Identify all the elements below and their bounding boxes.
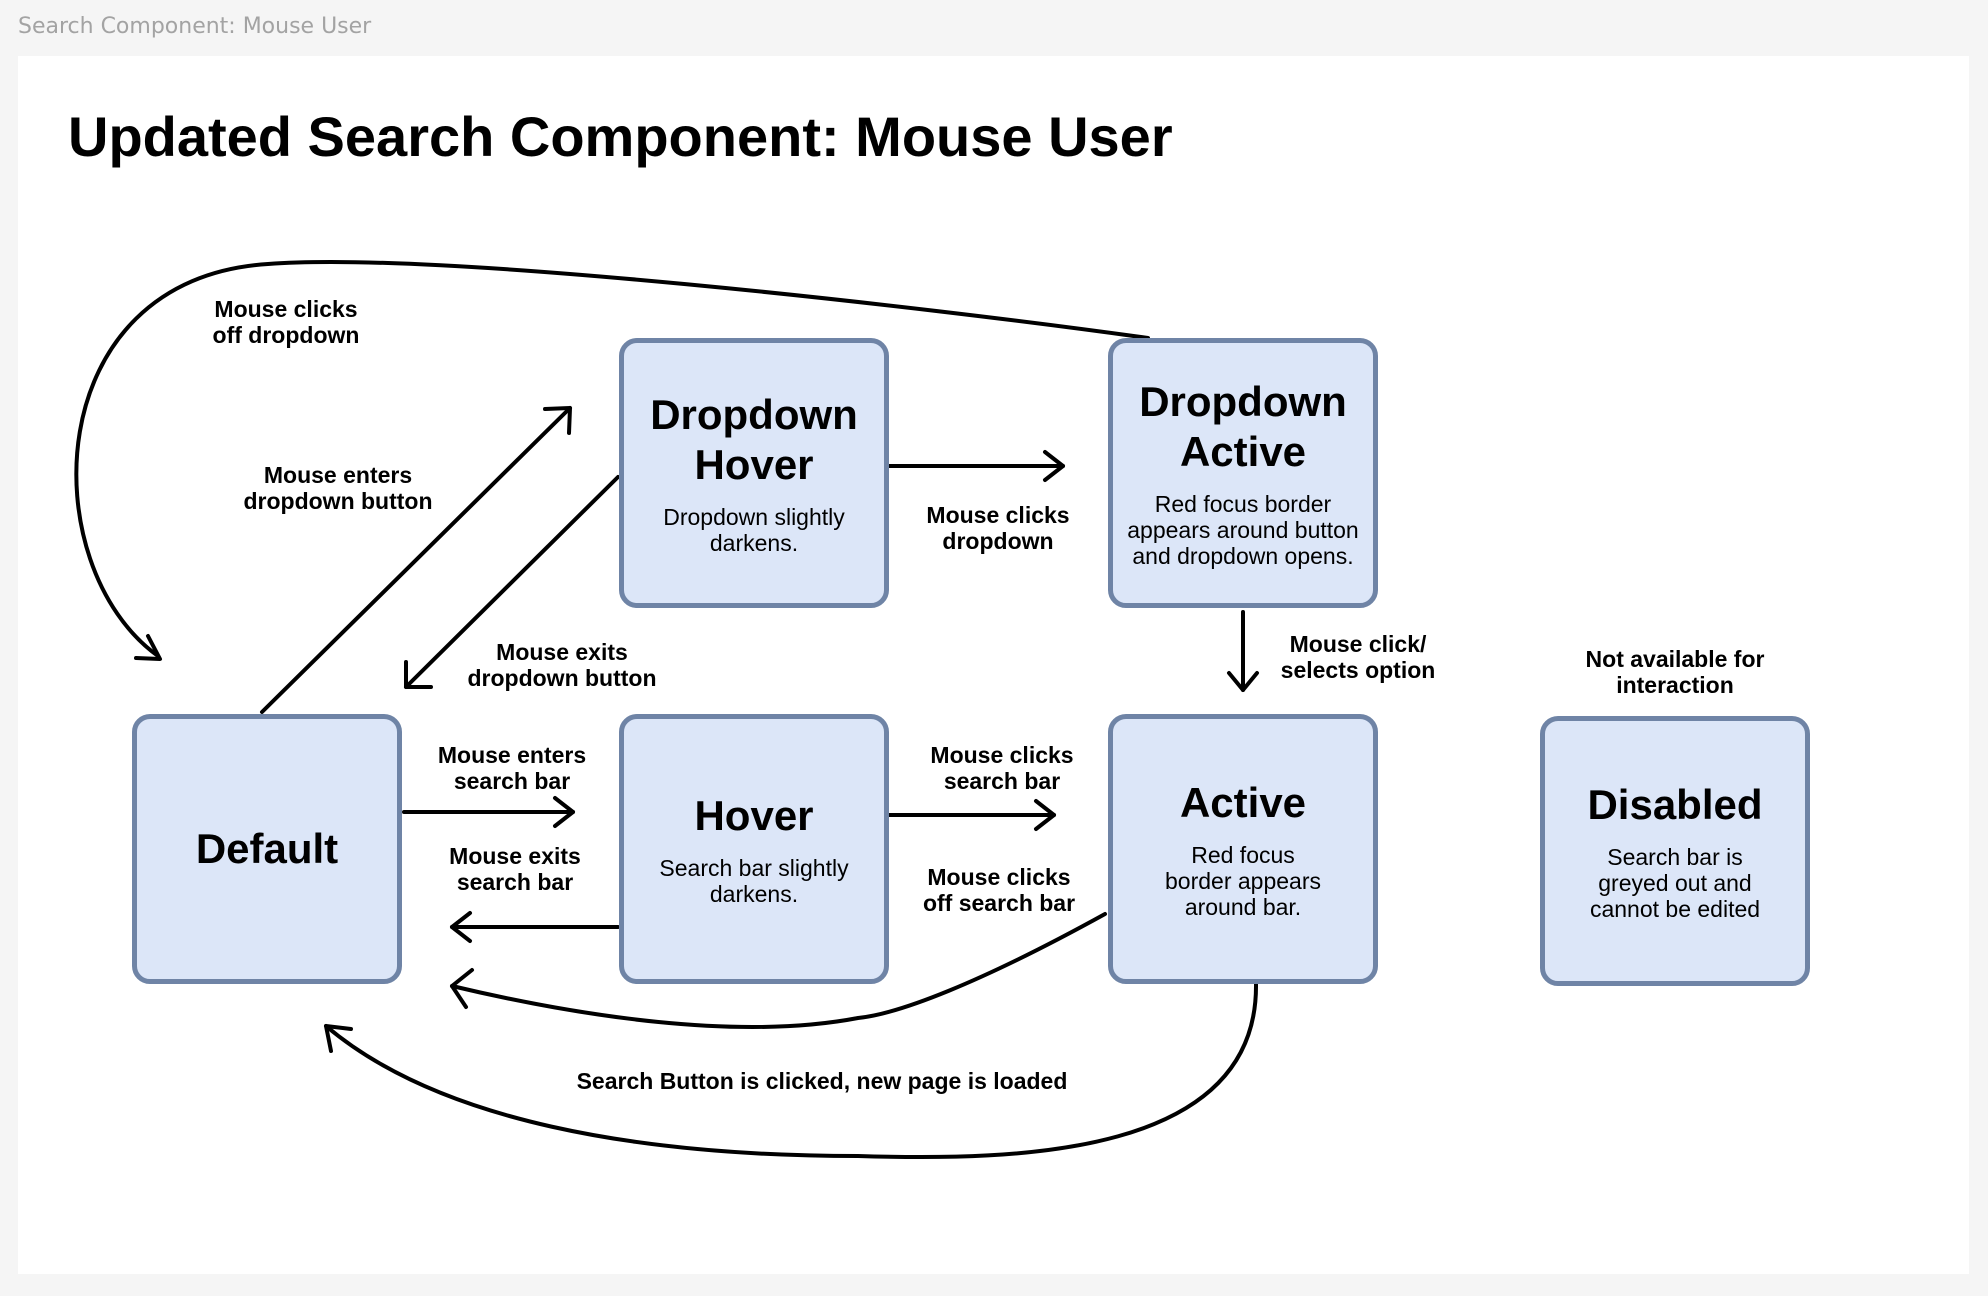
- edge-label-click-selects-option: Mouse click/ selects option: [1280, 631, 1436, 683]
- arrowhead-clicks-off-search-bar: [450, 968, 474, 1009]
- arrowhead-exits-search-bar: [450, 911, 472, 943]
- node-disabled: Disabled Search bar is greyed out and ca…: [1540, 716, 1810, 986]
- edge-clicks-off-search-bar: [450, 912, 1107, 1029]
- edge-enters-dropdown-button: [260, 406, 572, 714]
- node-dropdown-active: Dropdown Active Red focus border appears…: [1108, 338, 1378, 608]
- node-dropdown-hover-desc: Dropdown slightly darkens.: [663, 504, 845, 556]
- edge-clicks-off-dropdown: [74, 260, 1150, 658]
- disabled-note: Not available for interaction: [1585, 646, 1765, 698]
- node-hover-title: Hover: [694, 792, 814, 839]
- arrowhead-enters-search-bar: [553, 796, 575, 828]
- edge-label-clicks-search-bar: Mouse clicks search bar: [930, 742, 1074, 794]
- edge-search-button-clicked: [324, 982, 1259, 1160]
- edge-label-search-button-clicked: Search Button is clicked, new page is lo…: [576, 1068, 1068, 1094]
- node-hover: Hover Search bar slightly darkens.: [619, 714, 889, 984]
- edge-label-clicks-dropdown: Mouse clicks dropdown: [926, 502, 1070, 554]
- arrowhead-clicks-off-dropdown: [134, 634, 162, 661]
- arrowhead-clicks-dropdown: [1043, 450, 1065, 482]
- edge-label-clicks-off-search-bar: Mouse clicks off search bar: [922, 864, 1076, 916]
- node-default: Default: [132, 714, 402, 984]
- node-hover-desc: Search bar slightly darkens.: [659, 855, 849, 907]
- arrowhead-enters-dropdown-button: [543, 406, 572, 435]
- node-disabled-title: Disabled: [1587, 781, 1763, 828]
- node-dropdown-active-desc: Red focus border appears around button a…: [1127, 491, 1359, 569]
- node-default-title: Default: [195, 825, 339, 872]
- edge-label-exits-dropdown-button: Mouse exits dropdown button: [467, 639, 657, 691]
- node-dropdown-active-title: Dropdown Active: [1139, 378, 1347, 475]
- arrowhead-clicks-search-bar: [1034, 799, 1056, 831]
- edge-label-enters-dropdown-button: Mouse enters dropdown button: [243, 462, 433, 514]
- edge-label-enters-search-bar: Mouse enters search bar: [437, 742, 587, 794]
- page-title: Updated Search Component: Mouse User: [68, 105, 1173, 168]
- node-dropdown-hover-title: Dropdown Hover: [650, 391, 858, 488]
- edge-exits-dropdown-button: [404, 475, 620, 689]
- edge-label-exits-search-bar: Mouse exits search bar: [449, 843, 581, 895]
- frame-label: Search Component: Mouse User: [18, 14, 372, 39]
- edges-layer: [74, 260, 1259, 1160]
- node-active: Active Red focus border appears around b…: [1108, 714, 1378, 984]
- node-dropdown-hover: Dropdown Hover Dropdown slightly darkens…: [619, 338, 889, 608]
- arrowhead-search-button-clicked: [324, 1024, 353, 1053]
- node-disabled-desc: Search bar is greyed out and cannot be e…: [1589, 844, 1761, 922]
- edge-label-clicks-off-dropdown: Mouse clicks off dropdown: [212, 296, 360, 348]
- arrowhead-exits-dropdown-button: [404, 660, 433, 689]
- node-active-desc: Red focus border appears around bar.: [1165, 842, 1321, 920]
- arrowhead-click-selects-option: [1227, 671, 1259, 692]
- node-active-title: Active: [1179, 779, 1307, 826]
- diagram-canvas: Updated Search Component: Mouse User: [18, 56, 1969, 1274]
